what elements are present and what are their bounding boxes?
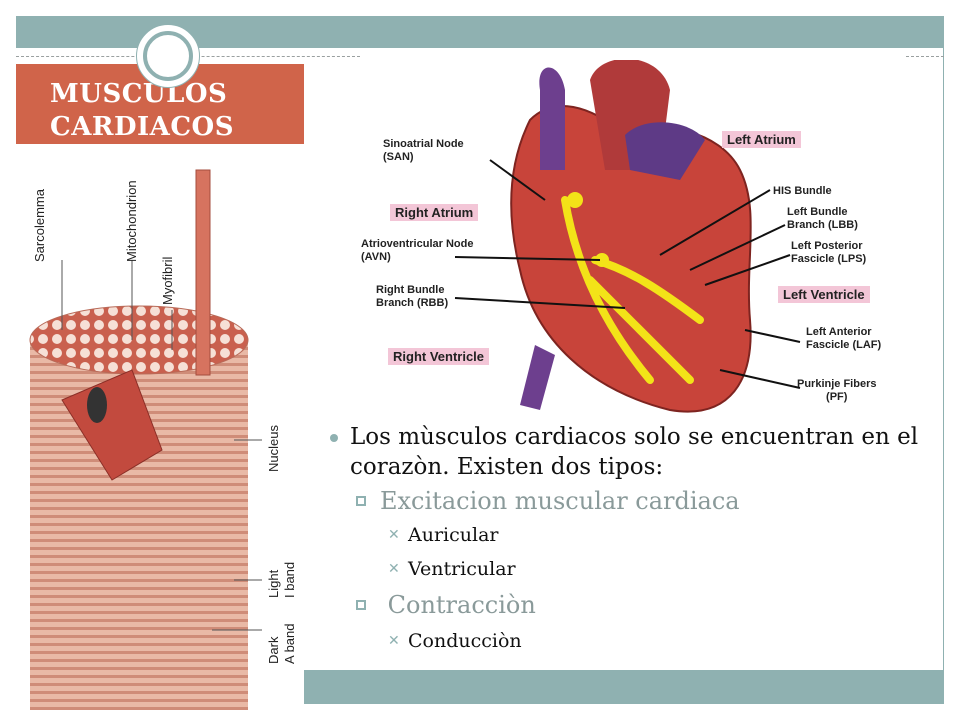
nucleus-shape — [87, 387, 107, 423]
subheading-excitacion-text: Excitacion muscular cardiaca — [380, 487, 740, 515]
bullet-main: Los mùsculos cardiacos solo se encuentra… — [330, 422, 930, 482]
fiber-cylinder-top — [29, 305, 249, 375]
cardiac-muscle-illustration — [29, 169, 262, 710]
divider-right — [906, 56, 944, 57]
leader-rbb — [454, 297, 626, 309]
heart-conduction-illustration — [454, 60, 801, 413]
label-myofibril: Myofibril — [160, 256, 175, 305]
subheading-contraccion-text: Contracciòn — [380, 591, 536, 619]
square-bullet-icon — [356, 600, 366, 610]
av-node — [595, 253, 609, 267]
ring-ornament-inner — [143, 31, 193, 81]
subheading-excitacion: Excitacion muscular cardiaca — [330, 486, 930, 516]
list-item-ventricular: ✕ Ventricular — [330, 556, 930, 582]
label-left-ventricle: Left Ventricle — [778, 286, 870, 303]
label-i-band: I band — [282, 561, 297, 598]
bullet-main-text: Los mùsculos cardiacos solo se encuentra… — [350, 424, 919, 480]
list-item-ventricular-text: Ventricular — [408, 558, 516, 580]
label-light: Light — [266, 569, 281, 598]
label-purkinje: Purkinje Fibers (PF) — [797, 378, 877, 403]
slide-title-line-2: CARDIACOS — [50, 112, 234, 142]
leader-san — [489, 159, 546, 201]
myofibril-rod — [195, 169, 211, 376]
leader-laf — [744, 329, 801, 343]
label-mitochondrion: Mitochondrion — [124, 180, 139, 262]
list-item-conduccion: ✕ Conducciòn — [330, 628, 930, 654]
bullet-list: Los mùsculos cardiacos solo se encuentra… — [330, 422, 930, 654]
list-item-auricular-text: Auricular — [408, 524, 499, 546]
inferior-vena-cava — [520, 345, 555, 410]
slide-title-line-1: MUSCULOS — [50, 79, 228, 109]
slide-title: MUSCULOS CARDIACOS — [50, 78, 290, 144]
square-bullet-icon — [356, 496, 366, 506]
right-border — [943, 16, 944, 704]
label-san: Sinoatrial Node (SAN) — [383, 138, 464, 163]
bullet-dot-icon — [330, 434, 338, 442]
superior-vena-cava — [539, 67, 565, 170]
subheading-contraccion: Contracciòn — [330, 590, 930, 620]
label-a-band: A band — [282, 623, 297, 665]
list-item-auricular: ✕ Auricular — [330, 522, 930, 548]
x-bullet-icon: ✕ — [388, 527, 400, 543]
sa-node — [567, 192, 583, 208]
leader-his — [659, 189, 771, 256]
label-lbb: Left Bundle Branch (LBB) — [787, 206, 858, 231]
leader-lbb — [689, 224, 786, 271]
label-right-atrium: Right Atrium — [390, 204, 479, 221]
leader-pf — [719, 369, 801, 389]
pulmonary-artery — [625, 122, 705, 180]
label-avn: Atrioventricular Node (AVN) — [361, 238, 474, 263]
leader-avn — [454, 256, 601, 261]
list-item-conduccion-text: Conducciòn — [408, 630, 522, 652]
label-lps: Left Posterior Fascicle (LPS) — [791, 240, 867, 265]
label-nucleus: Nucleus — [266, 425, 281, 472]
leader-lps — [704, 254, 791, 286]
x-bullet-icon: ✕ — [388, 561, 400, 577]
label-sarcolemma: Sarcolemma — [32, 189, 47, 262]
label-his-bundle: HIS Bundle — [773, 185, 832, 197]
cut-away-myofibrils — [61, 369, 163, 481]
label-left-atrium: Left Atrium — [722, 131, 801, 148]
label-rbb: Right Bundle Branch (RBB) — [376, 284, 449, 309]
label-laf: Left Anterior Fascicle (LAF) — [806, 326, 882, 351]
x-bullet-icon: ✕ — [388, 633, 400, 649]
label-dark: Dark — [266, 636, 281, 664]
label-right-ventricle: Right Ventricle — [388, 348, 490, 365]
bottom-band — [304, 670, 944, 704]
